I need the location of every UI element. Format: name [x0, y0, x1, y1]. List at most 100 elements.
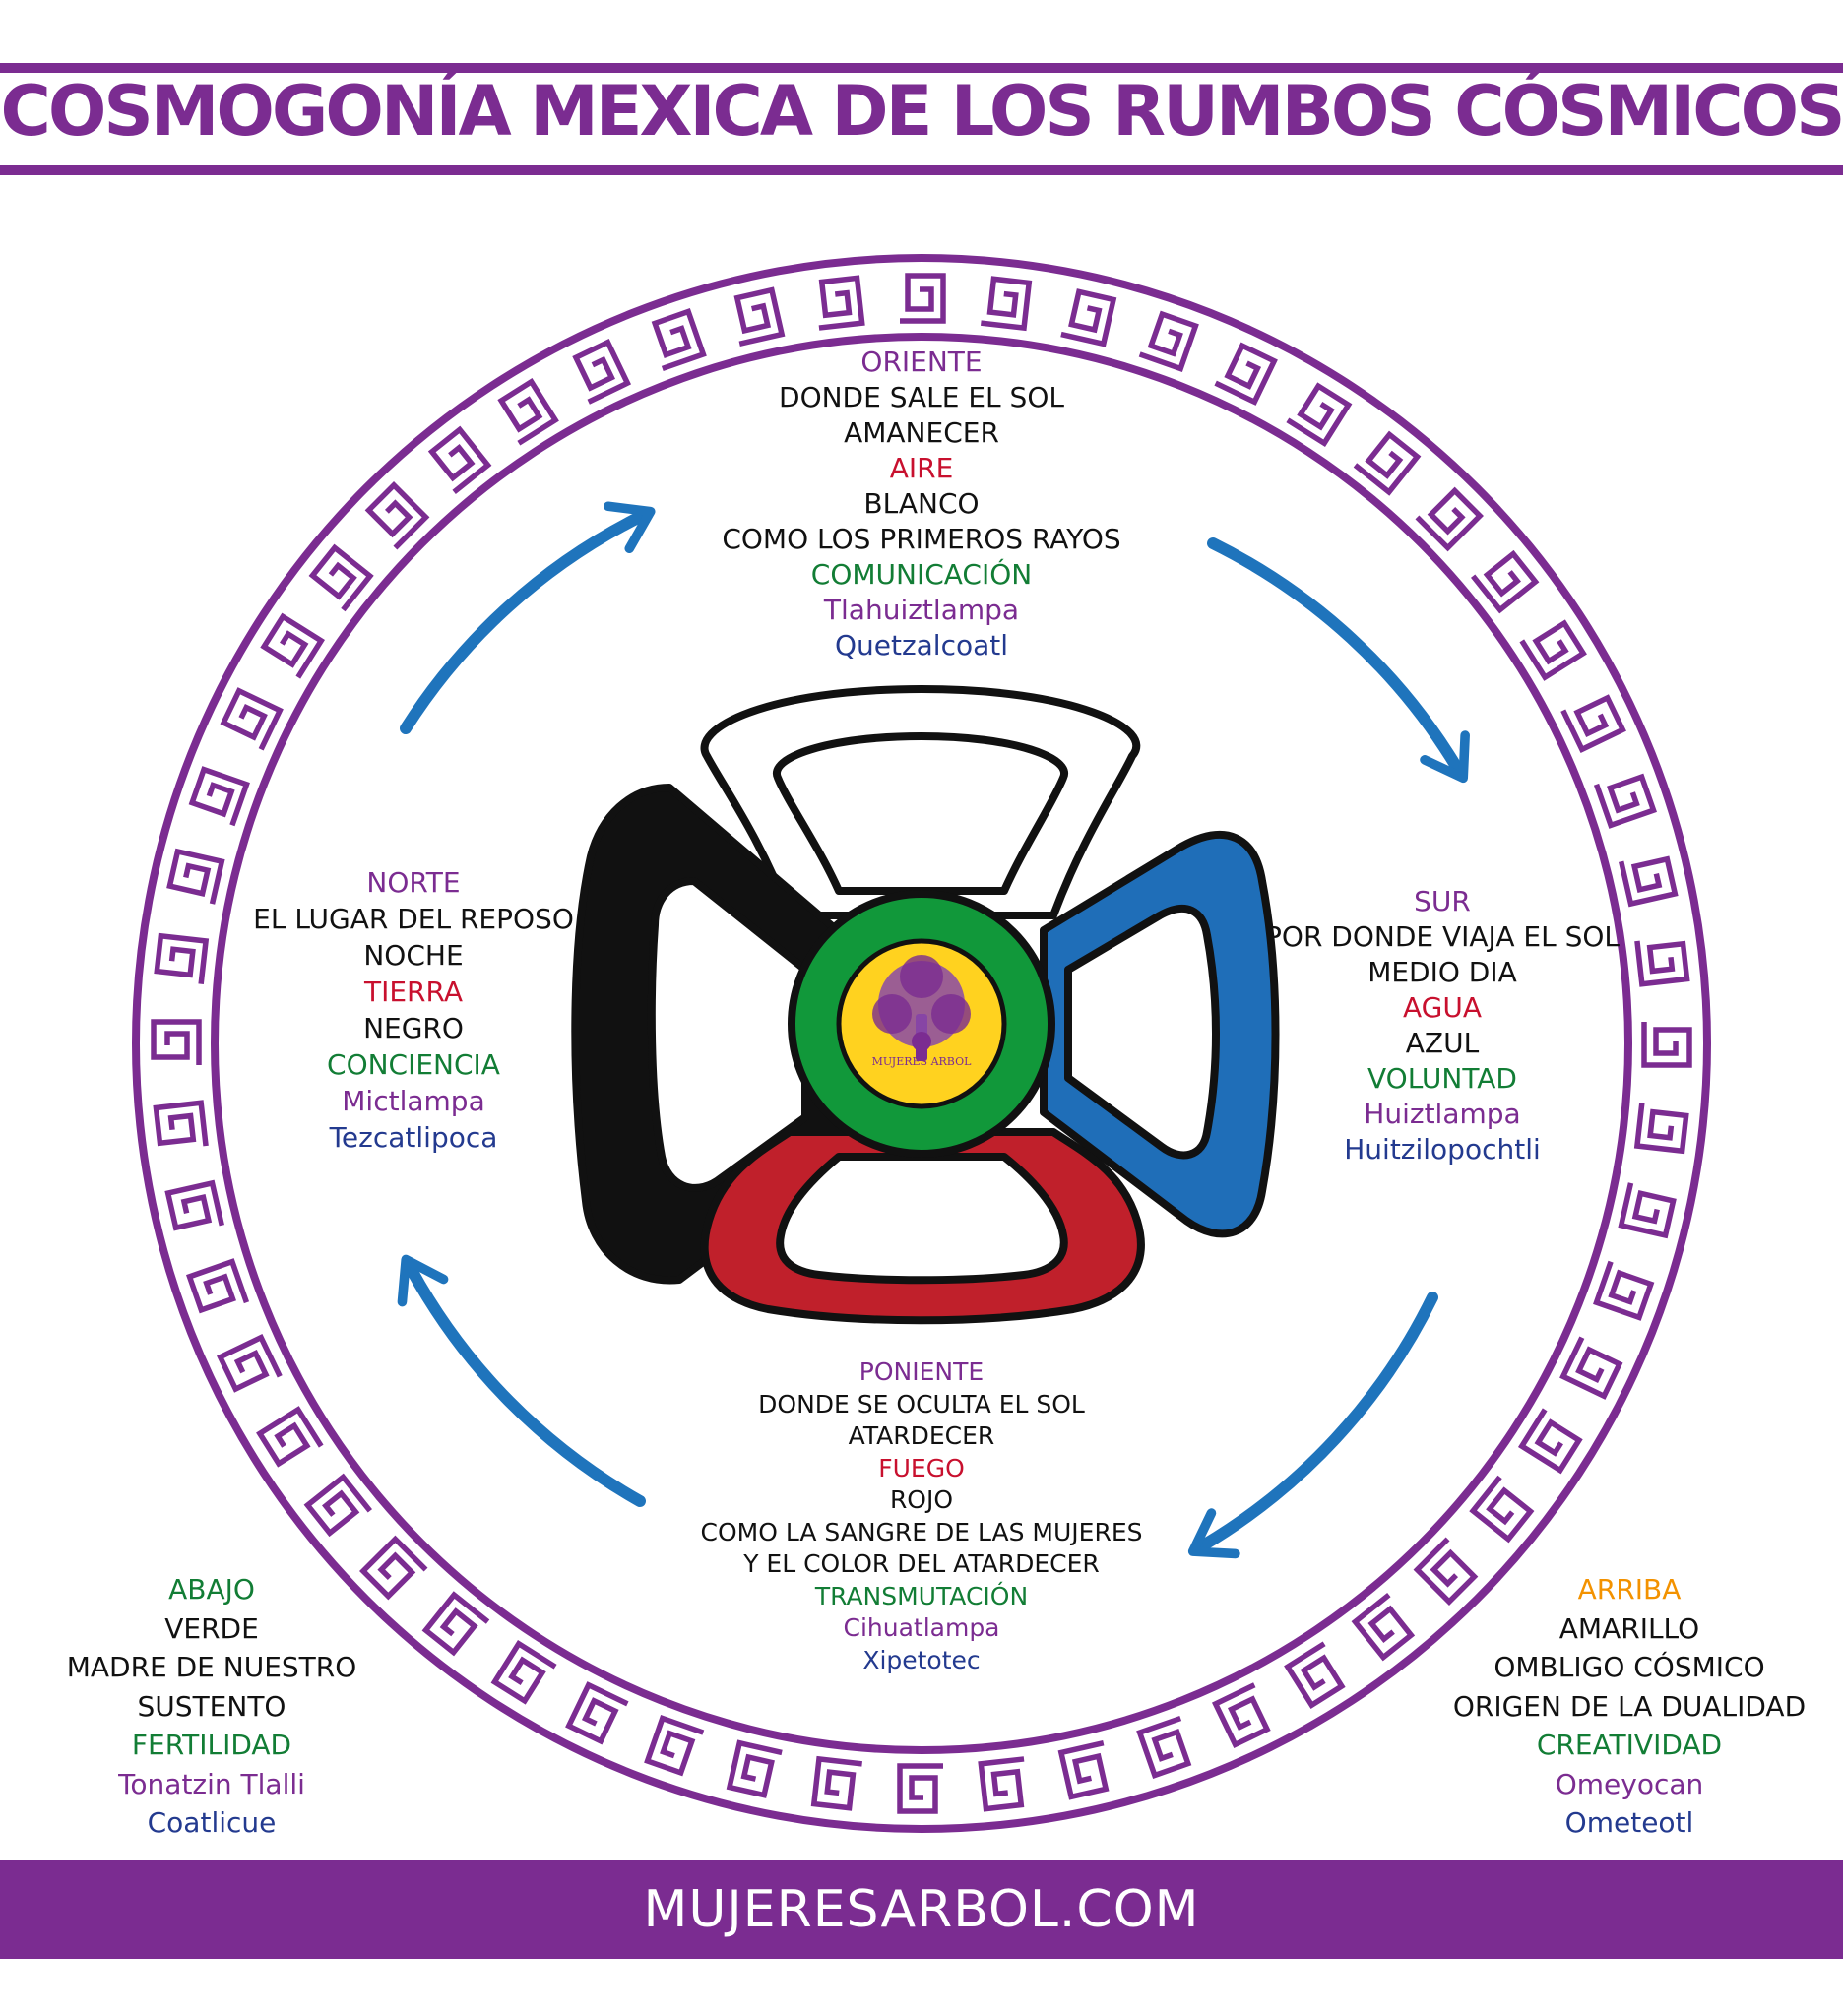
greca-key-unit: [1353, 430, 1422, 496]
greca-key-unit: [1211, 1682, 1271, 1748]
greca-key-unit: [565, 1681, 629, 1745]
petal-oriente-inner: [773, 732, 1068, 895]
greca-key-unit: [260, 612, 326, 679]
greca-key-unit: [1057, 1740, 1110, 1800]
poniente-line2: ATARDECER: [848, 1421, 995, 1450]
greca-key-unit: [1413, 1537, 1479, 1606]
sur-heading: SUR: [1414, 885, 1471, 917]
norte-deity: Tezcatlipoca: [329, 1121, 498, 1154]
oriente-quality: COMUNICACIÓN: [810, 558, 1033, 591]
oriente-color: BLANCO: [863, 487, 980, 520]
arrow-east-to-south: [1207, 537, 1470, 784]
greca-key-unit: [427, 425, 492, 495]
greca-key-unit: [1470, 549, 1540, 614]
norte-color: NEGRO: [363, 1012, 464, 1044]
greca-key-unit: [364, 481, 430, 550]
sur-quality: VOLUNTAD: [1367, 1062, 1517, 1095]
poniente-color: ROJO: [889, 1485, 954, 1514]
top-rule: [0, 63, 1843, 73]
abajo-heading: ABAJO: [168, 1573, 255, 1606]
sur-color: AZUL: [1405, 1027, 1480, 1059]
poniente-element: FUEGO: [878, 1453, 965, 1482]
greca-key-unit: [1593, 1260, 1655, 1321]
greca-key-unit: [1517, 1408, 1583, 1475]
greca-key-unit: [1060, 288, 1117, 347]
logo-text: MUJERES ARBOL: [872, 1055, 973, 1068]
sur-deity: Huitzilopochtli: [1344, 1133, 1541, 1166]
greca-key-pattern: [151, 273, 1692, 1814]
arriba-line2: ORIGEN DE LA DUALIDAD: [1452, 1689, 1807, 1723]
greca-key-unit: [981, 276, 1033, 332]
title-underline-rule: [0, 165, 1843, 175]
norte-line1: EL LUGAR DEL REPOSO: [253, 903, 574, 935]
norte-heading: NORTE: [366, 866, 461, 899]
greca-key-unit: [153, 1100, 209, 1147]
greca-key-unit: [1469, 1475, 1535, 1544]
abajo-quality: FERTILIDAD: [131, 1729, 292, 1761]
norte-quality: CONCIENCIA: [327, 1048, 500, 1081]
greca-key-unit: [726, 1739, 783, 1798]
greca-key-unit: [1619, 855, 1679, 908]
greca-key-unit: [733, 286, 786, 346]
oriente-detail: COMO LOS PRIMEROS RAYOS: [722, 523, 1121, 555]
cycle-arrows: [397, 501, 1470, 1559]
greca-key-unit: [497, 378, 559, 446]
direction-oriente: ORIENTE DONDE SALE EL SOL AMANECER AIRE …: [626, 345, 1217, 663]
greca-key-unit: [1214, 342, 1278, 406]
arrow-west-to-north: [397, 1254, 646, 1507]
abajo-deity: Coatlicue: [147, 1806, 277, 1839]
poniente-detail: COMO LA SANGRE DE LAS MUJERES: [700, 1517, 1143, 1546]
greca-key-unit: [220, 687, 284, 751]
greca-key-unit: [1560, 694, 1626, 754]
petal-poniente-inner: [776, 1153, 1068, 1285]
greca-key-unit: [1519, 619, 1587, 681]
greca-key-unit: [651, 308, 707, 372]
oriente-element: AIRE: [889, 452, 954, 484]
arrow-north-to-east: [400, 501, 656, 734]
abajo-line1: MADRE DE NUESTRO: [66, 1651, 357, 1683]
oriente-place: Tlahuiztlampa: [823, 594, 1020, 626]
greca-key-unit: [1415, 486, 1484, 552]
poniente-place: Cihuatlampa: [843, 1613, 1000, 1642]
central-quatrefoil: MUJERES ARBOL: [571, 685, 1280, 1325]
abajo-color: VERDE: [164, 1611, 259, 1645]
poniente-line1: DONDE SE OCULTA EL SOL: [758, 1389, 1085, 1418]
greca-key-unit: [186, 1258, 250, 1314]
direction-sur: SUR POR DONDE VIAJA EL SOL MEDIO DIA AGU…: [1250, 884, 1634, 1167]
greca-key-unit: [164, 1179, 224, 1231]
greca-border-ring: [132, 254, 1711, 1833]
arriba-deity: Ometeotl: [1564, 1806, 1694, 1839]
sur-line2: MEDIO DIA: [1367, 956, 1517, 988]
direction-poniente: PONIENTE DONDE SE OCULTA EL SOL ATARDECE…: [626, 1356, 1217, 1676]
greca-key-unit: [978, 1756, 1025, 1812]
greca-key-unit: [1641, 1022, 1692, 1068]
poniente-quality: TRANSMUTACIÓN: [814, 1581, 1029, 1610]
greca-key-unit: [490, 1639, 557, 1705]
direction-norte: NORTE EL LUGAR DEL REPOSO NOCHE TIERRA N…: [236, 864, 591, 1156]
greca-key-unit: [154, 932, 210, 984]
arriba-color: AMARILLO: [1558, 1611, 1700, 1645]
arriba-quality: CREATIVIDAD: [1536, 1729, 1723, 1761]
greca-key-unit: [308, 543, 374, 612]
oriente-deity: Quetzalcoatl: [834, 629, 1009, 662]
norte-element: TIERRA: [364, 976, 463, 1008]
greca-key-unit: [1634, 940, 1690, 987]
greca-key-unit: [151, 1019, 202, 1065]
oriente-heading: ORIENTE: [860, 346, 983, 378]
sur-line1: POR DONDE VIAJA EL SOL: [1265, 920, 1620, 953]
greca-key-unit: [818, 275, 865, 331]
sur-element: AGUA: [1402, 991, 1482, 1024]
greca-key-unit: [256, 1406, 324, 1468]
greca-key-unit: [897, 1763, 943, 1814]
direction-arriba: ARRIBA AMARILLO OMBLIGO CÓSMICO ORIGEN D…: [1428, 1570, 1831, 1843]
greca-key-unit: [1618, 1182, 1677, 1239]
poniente-detail2: Y EL COLOR DEL ATARDECER: [743, 1549, 1100, 1578]
greca-key-unit: [900, 273, 946, 324]
footer-website[interactable]: MUJERESARBOL.COM: [643, 1880, 1200, 1939]
greca-key-unit: [572, 339, 632, 405]
greca-key-unit: [644, 1715, 705, 1777]
greca-key-unit: [1286, 382, 1353, 448]
page-title: COSMOGONÍA MEXICA DE LOS RUMBOS CÓSMICOS: [0, 71, 1843, 152]
greca-key-unit: [217, 1333, 283, 1393]
